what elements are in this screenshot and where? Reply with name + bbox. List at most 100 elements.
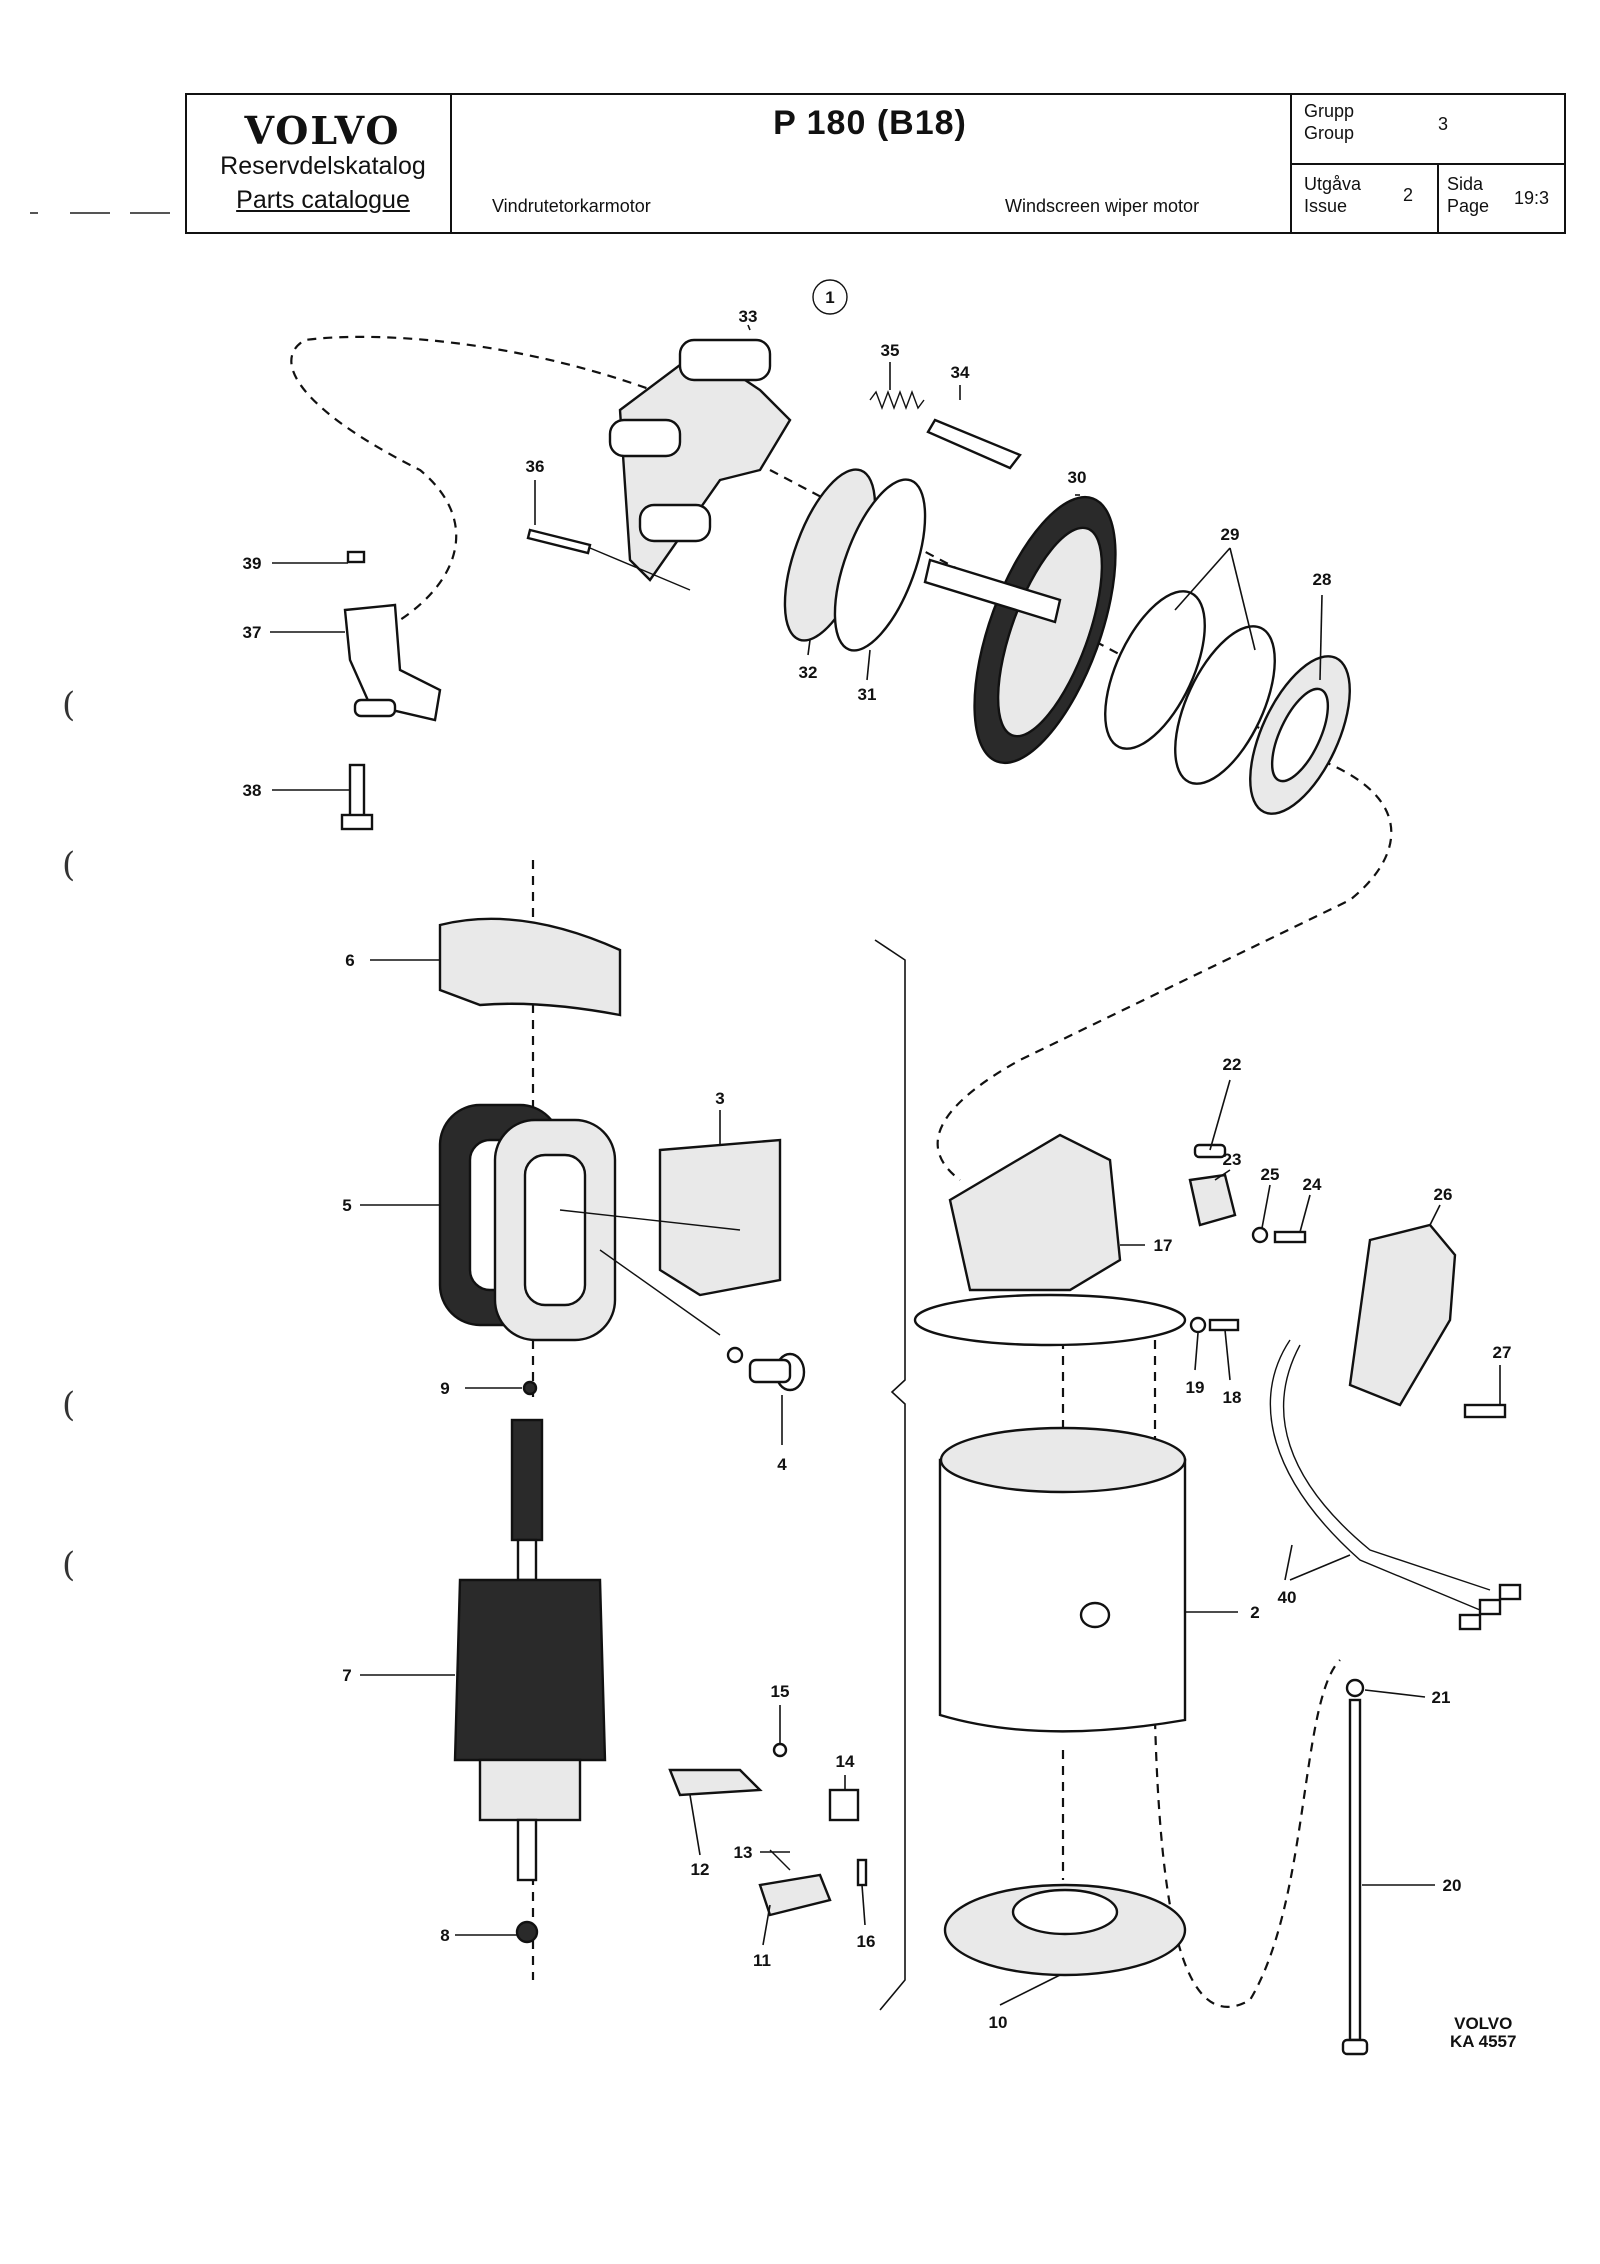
callout-27: 27 <box>1493 1343 1512 1362</box>
catalog-title-en-text: Parts catalogue <box>236 186 410 214</box>
part-2-yoke-top <box>939 1426 1187 1494</box>
part-37-pin <box>353 698 397 718</box>
part-38-bolt-head <box>340 813 374 831</box>
binding-hole-mark: ( <box>62 685 76 725</box>
part-9-ball <box>522 1380 538 1396</box>
callout-32: 32 <box>799 663 818 682</box>
callout-11: 11 <box>753 1951 771 1970</box>
part-28-washer-hole <box>1270 687 1330 783</box>
part-26-cover <box>1348 1223 1457 1407</box>
callout-29: 29 <box>1221 525 1240 544</box>
part-40-cable <box>1282 1344 1491 1591</box>
part-12-brush-spring <box>668 1768 763 1797</box>
part-31-washer <box>833 478 927 652</box>
callout-6: 6 <box>345 951 354 970</box>
callout-19: 19 <box>1186 1378 1205 1397</box>
header-divider <box>1290 163 1566 165</box>
catalog-title-en: Parts catalogue <box>198 186 448 215</box>
callout-31: 31 <box>858 685 877 704</box>
part-7-shaft <box>516 1538 538 1582</box>
callout-25: 25 <box>1261 1165 1280 1184</box>
callout-9: 9 <box>440 1379 449 1398</box>
callout-16: 16 <box>857 1932 876 1951</box>
header-divider <box>450 93 452 234</box>
part-27-screw <box>1463 1403 1507 1419</box>
callout-17: 17 <box>1154 1236 1173 1255</box>
callout-30: 30 <box>1068 468 1087 487</box>
callout-33: 33 <box>739 307 758 326</box>
part-40-cable <box>1269 1339 1481 1611</box>
callout-35: 35 <box>881 341 900 360</box>
section-title-sv: Vindrutetorkarmotor <box>492 196 651 216</box>
part-21-washer <box>1345 1678 1365 1698</box>
callout-21: 21 <box>1432 1688 1451 1707</box>
drawing-number-stamp: VOLVO KA 4557 <box>1450 2015 1516 2051</box>
part-17-flange <box>913 1293 1187 1347</box>
stamp-brand: VOLVO <box>1454 2014 1513 2033</box>
part-19-washer <box>1189 1316 1207 1334</box>
callout-22: 22 <box>1223 1055 1242 1074</box>
binding-hole-mark: ( <box>62 1385 76 1425</box>
part-5-field-coil-inner <box>523 1153 587 1307</box>
part-33-plate <box>618 348 792 582</box>
part-3-leader <box>559 1209 741 1231</box>
header-divider <box>1437 164 1439 234</box>
part-2-yoke <box>938 1458 1187 1733</box>
part-36-screw <box>526 528 592 555</box>
brand-logo: VOLVO <box>244 108 401 153</box>
group-label-sv: Grupp <box>1304 101 1355 121</box>
callout-39: 39 <box>243 554 262 573</box>
part-22-terminal <box>1193 1143 1227 1159</box>
part-23-brush-holder <box>1188 1173 1237 1227</box>
binding-hole-mark: ( <box>62 845 76 885</box>
part-18-screw <box>1208 1318 1240 1332</box>
callout-14: 14 <box>836 1752 855 1771</box>
part-33-housing <box>608 418 682 458</box>
part-4-axis <box>599 1249 721 1336</box>
callout-3: 3 <box>715 1089 724 1108</box>
page-label-sv: Sida <box>1447 174 1484 194</box>
section-title-en: Windscreen wiper motor <box>1005 196 1200 216</box>
part-17-housing <box>948 1133 1122 1292</box>
page-label: Sida Page <box>1447 173 1489 217</box>
callout-37: 37 <box>243 623 262 642</box>
callout-40: 40 <box>1278 1588 1297 1607</box>
group-value: 3 <box>1438 114 1449 134</box>
part-33-housing <box>678 338 772 382</box>
callout-10: 10 <box>989 2013 1008 2032</box>
part-24-screw <box>1273 1230 1307 1244</box>
part-8-ball <box>515 1920 539 1944</box>
assembly-path <box>769 469 1393 1181</box>
part-7-worm <box>510 1418 544 1542</box>
page-value: 19:3 <box>1514 188 1550 208</box>
catalog-title-sv: Reservdelskatalog <box>220 152 426 180</box>
issue-label-sv: Utgåva <box>1304 174 1362 194</box>
part-15-terminal <box>772 1742 788 1758</box>
view-number: 1 <box>825 288 834 307</box>
callout-38: 38 <box>243 781 262 800</box>
part-37-bracket <box>343 603 442 722</box>
part-4-screw <box>748 1358 792 1384</box>
assembly-path <box>290 335 736 621</box>
margin-mark <box>130 212 170 214</box>
page-label-en: Page <box>1447 196 1490 216</box>
part-29-washer <box>1174 625 1276 785</box>
part-20-through-bolt <box>1348 1698 1362 2042</box>
part-20-bolt-head <box>1341 2038 1369 2056</box>
part-13-brush <box>769 1849 791 1871</box>
callout-2: 2 <box>1250 1603 1259 1622</box>
binding-hole-mark: ( <box>62 1545 76 1585</box>
callout-8: 8 <box>440 1926 449 1945</box>
group-separator-line <box>874 939 906 2011</box>
part-33-housing <box>638 503 712 543</box>
part-14-brush <box>828 1788 860 1822</box>
view-number-circle <box>812 279 848 315</box>
part-4-washer <box>726 1346 744 1364</box>
part-40-terminal <box>1478 1598 1502 1616</box>
callout-18: 18 <box>1223 1388 1242 1407</box>
callout-24: 24 <box>1303 1175 1322 1194</box>
callout-7: 7 <box>342 1666 351 1685</box>
part-39-nut <box>346 550 366 564</box>
model-title: P 180 (B18) <box>773 104 967 142</box>
callout-20: 20 <box>1443 1876 1462 1895</box>
